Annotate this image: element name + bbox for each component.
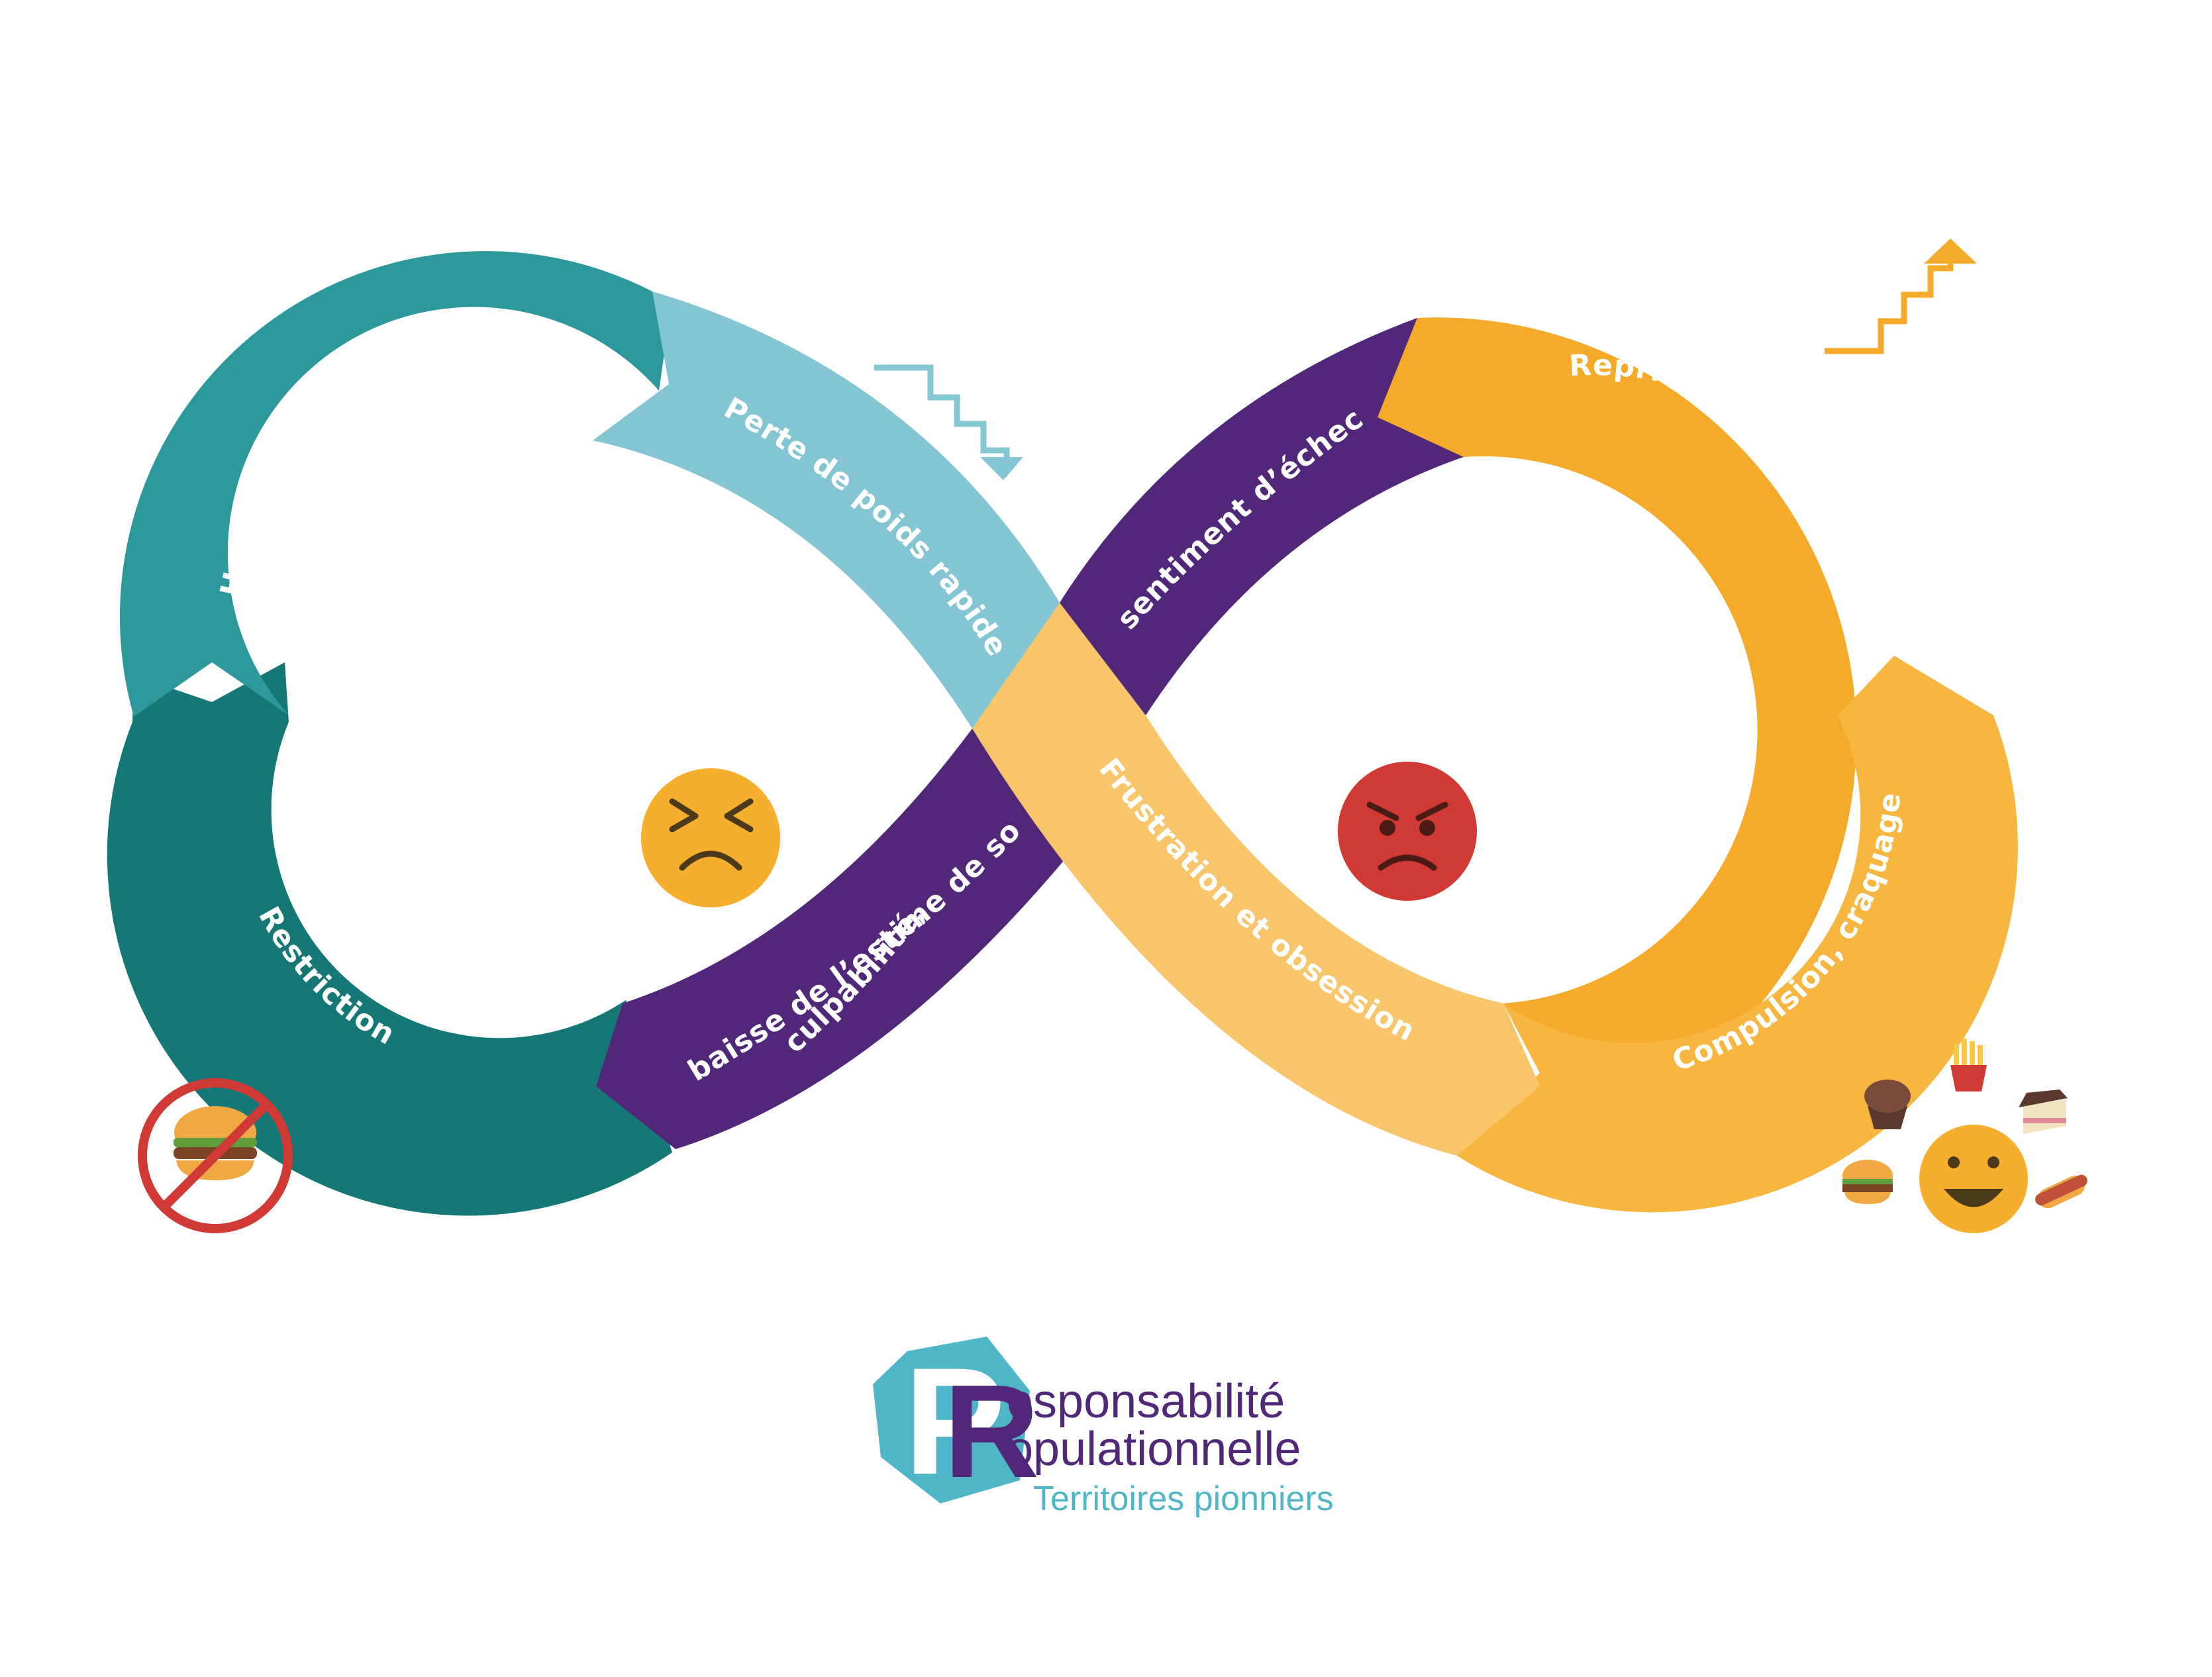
segment-sentiment — [1060, 318, 1464, 715]
segment-compulsion-arrow — [1457, 656, 2018, 1213]
sad-face-icon — [641, 768, 780, 907]
segment-hypercontrole — [119, 251, 666, 717]
segment-frustration — [972, 603, 1540, 1156]
logo-line3: Territoires pionniers — [1033, 1480, 1334, 1518]
angry-face-icon — [1338, 762, 1477, 901]
muffin-icon — [1864, 1080, 1911, 1129]
logo-line2: opulationnelle — [1007, 1423, 1301, 1476]
segment-culpabilite — [596, 729, 1066, 1149]
burger-icon — [1842, 1160, 1893, 1204]
segment-restriction — [107, 662, 673, 1216]
logo-letter-r: R — [944, 1358, 1039, 1505]
cake-icon — [2019, 1090, 2068, 1134]
no-burger-icon — [138, 1078, 293, 1233]
segment-perte — [593, 291, 1060, 729]
zigzag-down-arrow-icon — [874, 364, 1023, 480]
logo: P R esponsabilité opulationnelle Territo… — [873, 1336, 1334, 1518]
fries-icon — [1950, 1039, 1987, 1092]
logo-hexagon — [873, 1337, 1030, 1503]
happy-face-icon — [1919, 1125, 2028, 1233]
logo-line1: esponsabilité — [1007, 1375, 1285, 1428]
segment-reprise-compulsion — [1378, 317, 1857, 1156]
zigzag-up-arrow-icon — [1825, 238, 1977, 354]
hotdog-icon — [2035, 1174, 2087, 1209]
logo-letter-p: P — [904, 1336, 1005, 1506]
